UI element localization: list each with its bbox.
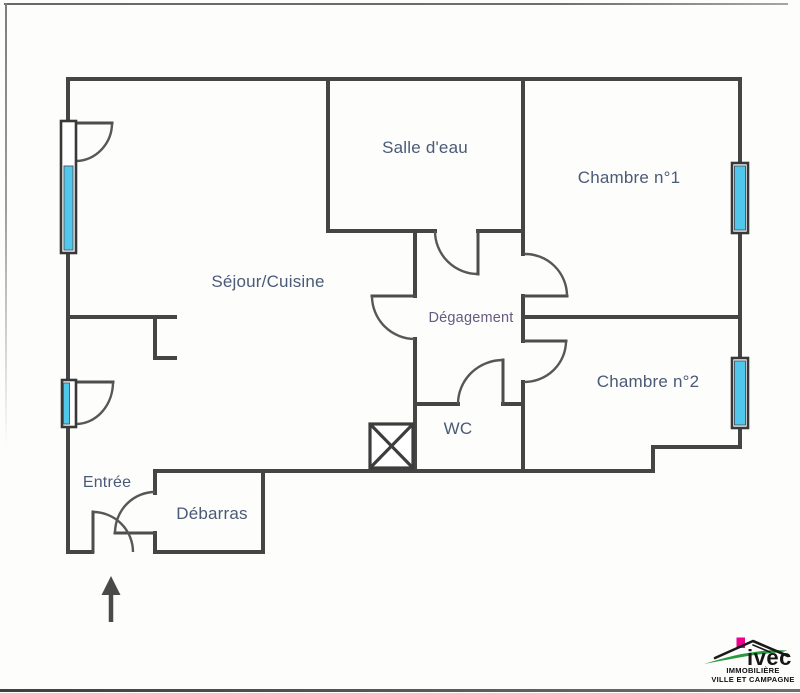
page-border-left [5,3,7,448]
room-label-entree: Entrée [82,474,132,491]
column-x-symbol [368,422,415,470]
window-glazing [63,382,70,425]
page-border-top [4,3,788,5]
window-glazing [63,165,74,251]
room-label-chambre-2: Chambre n°2 [596,372,700,391]
room-label-debarras: Débarras [176,504,248,523]
door-swing-arc [75,122,114,163]
wall-exterior [66,77,742,554]
logo-brand-name: ivec [747,645,792,670]
logo-chimney-icon [736,637,745,648]
door-leaves [74,121,569,554]
logo-roof-inner-line [752,644,771,653]
door-swing-arc [523,252,569,297]
exterior-walls [66,77,742,554]
window-glazing [734,165,746,231]
door-swing-arc [433,230,479,276]
logo-caption-line2: VILLE ET CAMPAGNE [711,675,795,684]
door-swing-arc [113,490,156,534]
logo-hill-swoosh-icon [704,650,787,664]
logo-roof-icon [713,639,790,660]
agency-logo-graphic [704,637,790,664]
logo-caption-line1: IMMOBILIÈRE [726,666,780,675]
room-label-sejour-cuisine: Séjour/Cuisine [211,272,325,291]
window-glazing-group [63,165,746,426]
entrance-arrow-icon [101,576,121,622]
room-label-salle-deau: Salle d'eau [382,138,468,157]
room-label-chambre-1: Chambre n°1 [577,168,681,187]
column-x-cross [368,422,415,470]
entrance-arrow-head [101,576,121,595]
door-swing-arc [456,358,504,405]
room-label-wc: WC [443,419,473,438]
page-border-bottom [0,689,800,692]
interior-walls [66,77,742,473]
window-glazing [734,360,746,426]
door-swing-arc [75,381,115,426]
room-label-degagement: Dégagement [428,310,514,326]
wall-interior [66,77,742,473]
door-swing-arcs [75,122,569,553]
door-swing-arc [370,295,416,341]
door-swing-arc [523,340,568,384]
door-swing-arc [92,510,135,553]
